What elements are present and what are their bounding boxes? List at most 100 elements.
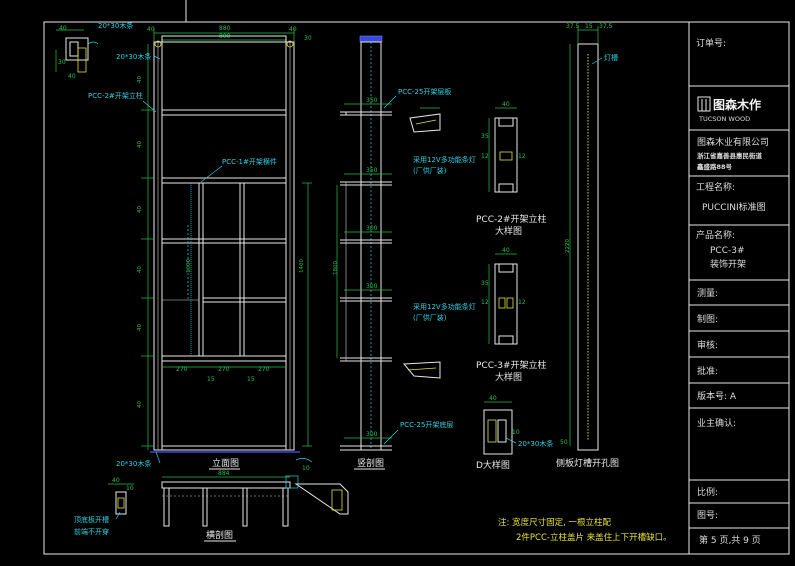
side-label-top: 灯槽 xyxy=(604,53,618,62)
svg-text:10: 10 xyxy=(512,429,520,436)
review-label: 审核: xyxy=(697,339,718,351)
notes: 注: 宽度尺寸固定, 一根立柱配 2件PCC-立柱盖片 来盖住上下开槽缺口。 xyxy=(498,517,672,543)
front-bottom-dim-3: 270 xyxy=(258,366,270,373)
front-dim-top-4: 40 xyxy=(289,26,297,33)
d-caption: D大样图 xyxy=(476,459,510,471)
side-dim-top-3: 37.5 xyxy=(599,23,613,30)
note-line-1: 注: 宽度尺寸固定, 一根立柱配 xyxy=(498,517,611,528)
front-view: 40 880 800 40 30 xyxy=(88,21,312,470)
note-crossbar: PCC-1#开架横件 xyxy=(222,157,277,166)
plan-left-note-2: 前端不开穿 xyxy=(74,527,109,536)
plan-view-caption: 横剖图 xyxy=(206,529,233,541)
note-top-strip: 20*30木条 xyxy=(98,21,133,30)
svg-text:10: 10 xyxy=(302,465,310,472)
draw-label: 制图: xyxy=(697,313,718,325)
front-dim-top-1: 40 xyxy=(147,26,155,33)
company-name: 图森木业有限公司 xyxy=(697,136,769,148)
note-top-panel: PCC-25开架层板 xyxy=(398,87,451,96)
svg-text:40: 40 xyxy=(59,25,67,32)
side-view-caption: 侧板灯槽开孔图 xyxy=(556,457,619,469)
svg-text:12: 12 xyxy=(518,299,526,306)
note-line-2: 2件PCC-立柱盖片 来盖住上下开槽缺口。 xyxy=(516,532,672,543)
side-view: 37.5 15 37.5 灯槽 2220 50 侧板灯槽开孔图 xyxy=(556,23,619,469)
note-bottom-strip: 20*30木条 xyxy=(116,459,151,468)
scale-label: 比例: xyxy=(697,486,718,498)
pcc3-caption-2: 大样图 xyxy=(495,371,522,383)
note-post: PCC-2#开架立柱 xyxy=(88,91,143,100)
page-label: 第 5 页,共 9 页 xyxy=(699,534,761,546)
pcc2-dim-2: 35 xyxy=(481,133,489,140)
front-grid-height: 1000 xyxy=(186,259,192,273)
svg-text:10: 10 xyxy=(126,485,134,492)
front-left-dim-4: 40 xyxy=(137,266,143,273)
product-value-1: PCC-3# xyxy=(710,246,745,256)
pcc3-dim-2: 12 xyxy=(481,299,489,306)
product-value-2: 装饰开架 xyxy=(710,258,746,270)
top-left-detail: 40 30 40 xyxy=(55,25,99,80)
note-base-panel: PCC-25开架底层 xyxy=(400,420,453,429)
owner-label: 业主确认: xyxy=(697,417,736,429)
section-dim-4: 300 xyxy=(366,283,378,290)
measure-label: 测量: xyxy=(697,288,718,299)
pcc2-caption-2: 大样图 xyxy=(495,225,522,237)
company-logo: 图森木作 TUCSON WOOD xyxy=(697,96,761,123)
svg-text:40: 40 xyxy=(68,73,76,80)
company-address-1: 浙江省嘉善县惠民街道 xyxy=(697,151,763,160)
section-dim-5: 300 xyxy=(366,431,378,438)
svg-text:40: 40 xyxy=(112,477,120,484)
project-value: PUCCINI标准图 xyxy=(702,201,766,213)
section-dim-3: 300 xyxy=(366,225,378,232)
note-led2-1: 采用12V多功能条灯 xyxy=(413,302,476,311)
detail-d: 40 10 20*30木条 D大样图 xyxy=(476,395,553,471)
front-bottom-dim-1: 270 xyxy=(176,366,188,373)
logo-cn: 图森木作 xyxy=(713,97,761,112)
section-dim-2: 350 xyxy=(366,167,378,174)
side-height-dim: 2220 xyxy=(565,239,571,253)
front-left-dim-3: 40 xyxy=(137,206,143,213)
drawing-no-label: 图号: xyxy=(697,510,718,521)
logo-en: TUCSON WOOD xyxy=(698,115,750,123)
side-dim-top-2: 15 xyxy=(585,23,593,30)
section-dim-1: 350 xyxy=(366,97,378,104)
front-inner-height: 1400 xyxy=(299,259,305,273)
plan-view: 884 横剖图 40 10 顶底板开槽 前端不开穿 10 xyxy=(74,458,349,542)
version-label: 版本号: A xyxy=(697,390,737,402)
pcc3-caption-1: PCC-3#开架立柱 xyxy=(476,359,547,371)
detail-pcc3: 40 12 35 12 PCC-3#开架立柱 大样图 xyxy=(476,247,547,383)
title-block: 订单号: 图森木作 TUCSON WOOD 图森木业有限公司 浙江省嘉善县惠民街… xyxy=(688,21,790,555)
detail-pcc2: 40 35 12 12 PCC-2#开架立柱 大样图 xyxy=(476,101,547,237)
svg-text:30: 30 xyxy=(58,59,66,66)
company-address-2: 鑫盛路88号 xyxy=(696,162,733,171)
svg-text:40: 40 xyxy=(489,395,497,402)
front-view-caption: 立面图 xyxy=(212,457,239,469)
section-view-caption: 竖剖图 xyxy=(357,457,384,469)
plan-width-dim: 884 xyxy=(218,470,230,477)
front-left-dim-6: 40 xyxy=(137,401,143,408)
front-bottom-gap-2: 15 xyxy=(247,376,255,383)
front-bottom-dim-2: 270 xyxy=(218,366,230,373)
front-dim-top-2: 880 xyxy=(219,25,231,32)
pcc2-dim-1: 40 xyxy=(502,101,510,108)
section-view: 350 350 300 300 300 1800 PCC-25开架层板 采用12… xyxy=(333,35,476,470)
note-top-strip-2: 20*30木条 xyxy=(116,52,151,61)
side-bottom-dim: 50 xyxy=(560,439,568,446)
product-label: 产品名称: xyxy=(696,229,735,241)
approve-label: 批准: xyxy=(697,365,718,377)
pcc3-dim-3: 35 xyxy=(481,280,489,287)
pcc2-caption-1: PCC-2#开架立柱 xyxy=(476,213,547,225)
project-label: 工程名称: xyxy=(696,181,735,193)
front-left-dim-1: 40 xyxy=(137,76,143,83)
d-note: 20*30木条 xyxy=(518,439,553,448)
note-led1-2: (厂供厂装) xyxy=(413,166,447,175)
side-dim-top-1: 37.5 xyxy=(566,23,580,30)
section-height-dim: 1800 xyxy=(333,261,339,275)
front-bottom-gap-1: 15 xyxy=(207,376,215,383)
front-left-dim-5: 40 xyxy=(137,324,143,331)
note-led1-1: 采用12V多功能条灯 xyxy=(413,155,476,164)
pcc3-dim-1: 40 xyxy=(502,247,510,254)
front-dim-right-top: 30 xyxy=(304,35,312,42)
front-left-dim-2: 40 xyxy=(137,141,143,148)
plan-left-note-1: 顶底板开槽 xyxy=(74,515,109,524)
svg-text:12: 12 xyxy=(518,153,526,160)
